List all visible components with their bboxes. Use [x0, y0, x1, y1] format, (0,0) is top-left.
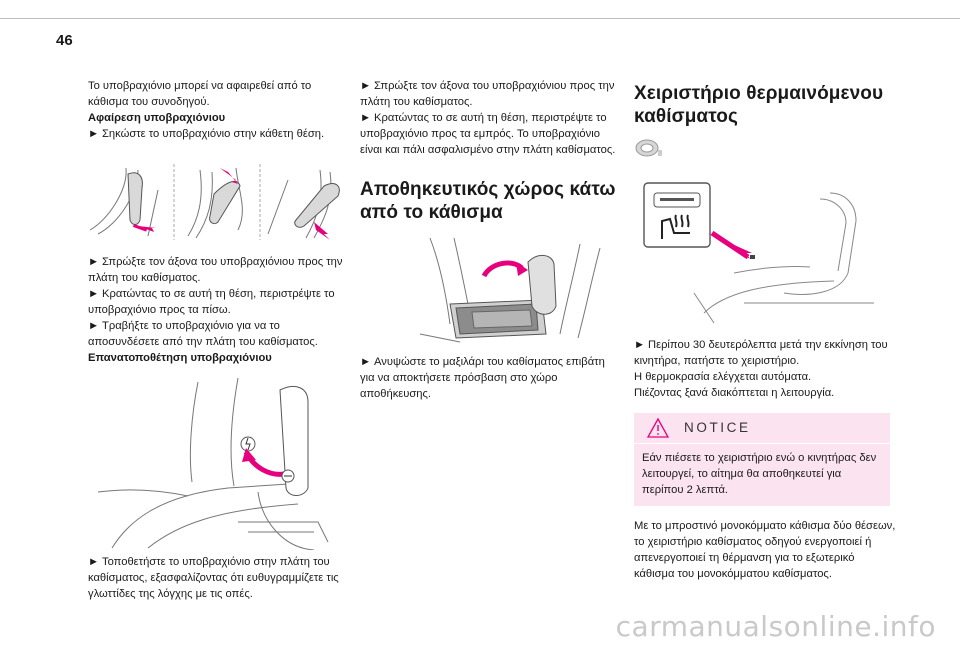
- notice-header: NOTICE: [634, 413, 890, 444]
- removal-heading: Αφαίρεση υποβραχιόνιου: [88, 112, 226, 124]
- notice-text: Εάν πιέσετε το χειριστήριο ενώ ο κινητήρ…: [642, 452, 877, 496]
- refit-step-1: ►Σπρώξτε τον άξονα του υποβραχιόνιου προ…: [360, 80, 615, 108]
- column-2: ►Σπρώξτε τον άξονα του υποβραχιόνιου προ…: [360, 78, 620, 402]
- bullet-arrow-icon: ►: [88, 128, 100, 140]
- bullet-arrow-icon: ►: [88, 288, 100, 300]
- storage-step: ►Ανυψώστε το μαξιλάρι του καθίσματος επι…: [360, 356, 605, 400]
- intro-text: Το υποβραχιόνιο μπορεί να αφαιρεθεί από …: [88, 80, 312, 108]
- armrest-removal-illustration: [89, 164, 340, 240]
- steering-wheel-icon: [635, 139, 662, 157]
- removal-step-4: ►Τραβήξτε το υποβραχιόνιο για να το αποσ…: [88, 320, 318, 348]
- bullet-arrow-icon: ►: [88, 320, 100, 332]
- bullet-arrow-icon: ►: [360, 356, 372, 368]
- top-rule: [0, 18, 960, 19]
- bullet-arrow-icon: ►: [360, 80, 372, 92]
- closing-text: Με το μπροστινό μονοκόμματο κάθισμα δύο …: [634, 520, 896, 580]
- under-seat-storage-heading: Αποθηκευτικός χώρος κάτω από το κάθισμα: [360, 179, 616, 223]
- bullet-arrow-icon: ►: [634, 339, 646, 351]
- heated-seat-illustration: [643, 182, 874, 323]
- warning-triangle-icon: [646, 417, 670, 438]
- watermark: carmanualsonline.info: [615, 610, 936, 643]
- refit-heading: Επανατοποθέτηση υποβραχιόνιου: [88, 352, 272, 364]
- bullet-arrow-icon: ►: [88, 256, 100, 268]
- armrest-refit-illustration: [97, 377, 329, 550]
- notice-box: NOTICE Εάν πιέσετε το χειριστήριο ενώ ο …: [634, 413, 890, 506]
- heated-seat-line-2: Η θερμοκρασία ελέγχεται αυτόματα.: [634, 371, 812, 383]
- refit-step-2: ►Κρατώντας το σε αυτή τη θέση, περιστρέψ…: [360, 112, 616, 156]
- removal-step-2: ►Σπρώξτε τον άξονα του υποβραχιόνιου προ…: [88, 256, 343, 284]
- seat-heater-icon: [661, 214, 690, 239]
- heated-seat-line-3: Πιέζοντας ξανά διακόπτεται η λειτουργία.: [634, 387, 835, 399]
- page-number: 46: [56, 32, 73, 49]
- under-seat-storage-illustration: [419, 237, 601, 343]
- heated-seat-heading: Χειριστήριο θερμαινόμενου καθίσματος: [634, 83, 884, 127]
- heated-seat-step: ►Περίπου 30 δευτερόλεπτα μετά την εκκίνη…: [634, 339, 888, 367]
- removal-step-3: ►Κρατώντας το σε αυτή τη θέση, περιστρέψ…: [88, 288, 335, 316]
- removal-step-1: ►Σηκώστε το υποβραχιόνιο στην κάθετη θέσ…: [88, 128, 325, 140]
- bullet-arrow-icon: ►: [360, 112, 372, 124]
- column-3: Χειριστήριο θερμαινόμενου καθίσματος ►Πε…: [634, 82, 896, 582]
- bullet-arrow-icon: ►: [88, 556, 100, 568]
- column-1: Το υποβραχιόνιο μπορεί να αφαιρεθεί από …: [88, 78, 350, 602]
- notice-title: NOTICE: [684, 420, 751, 435]
- refit-step: ►Τοποθετήστε το υποβραχιόνιο στην πλάτη …: [88, 556, 339, 600]
